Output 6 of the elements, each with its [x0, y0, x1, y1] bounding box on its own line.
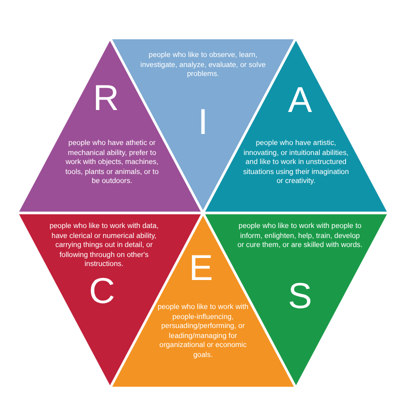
type-letter: A	[288, 82, 312, 118]
type-letter: R	[93, 80, 119, 116]
type-letter: C	[89, 273, 115, 309]
type-letter: I	[198, 104, 208, 140]
type-letter: E	[189, 250, 213, 286]
type-letter: S	[288, 278, 312, 314]
